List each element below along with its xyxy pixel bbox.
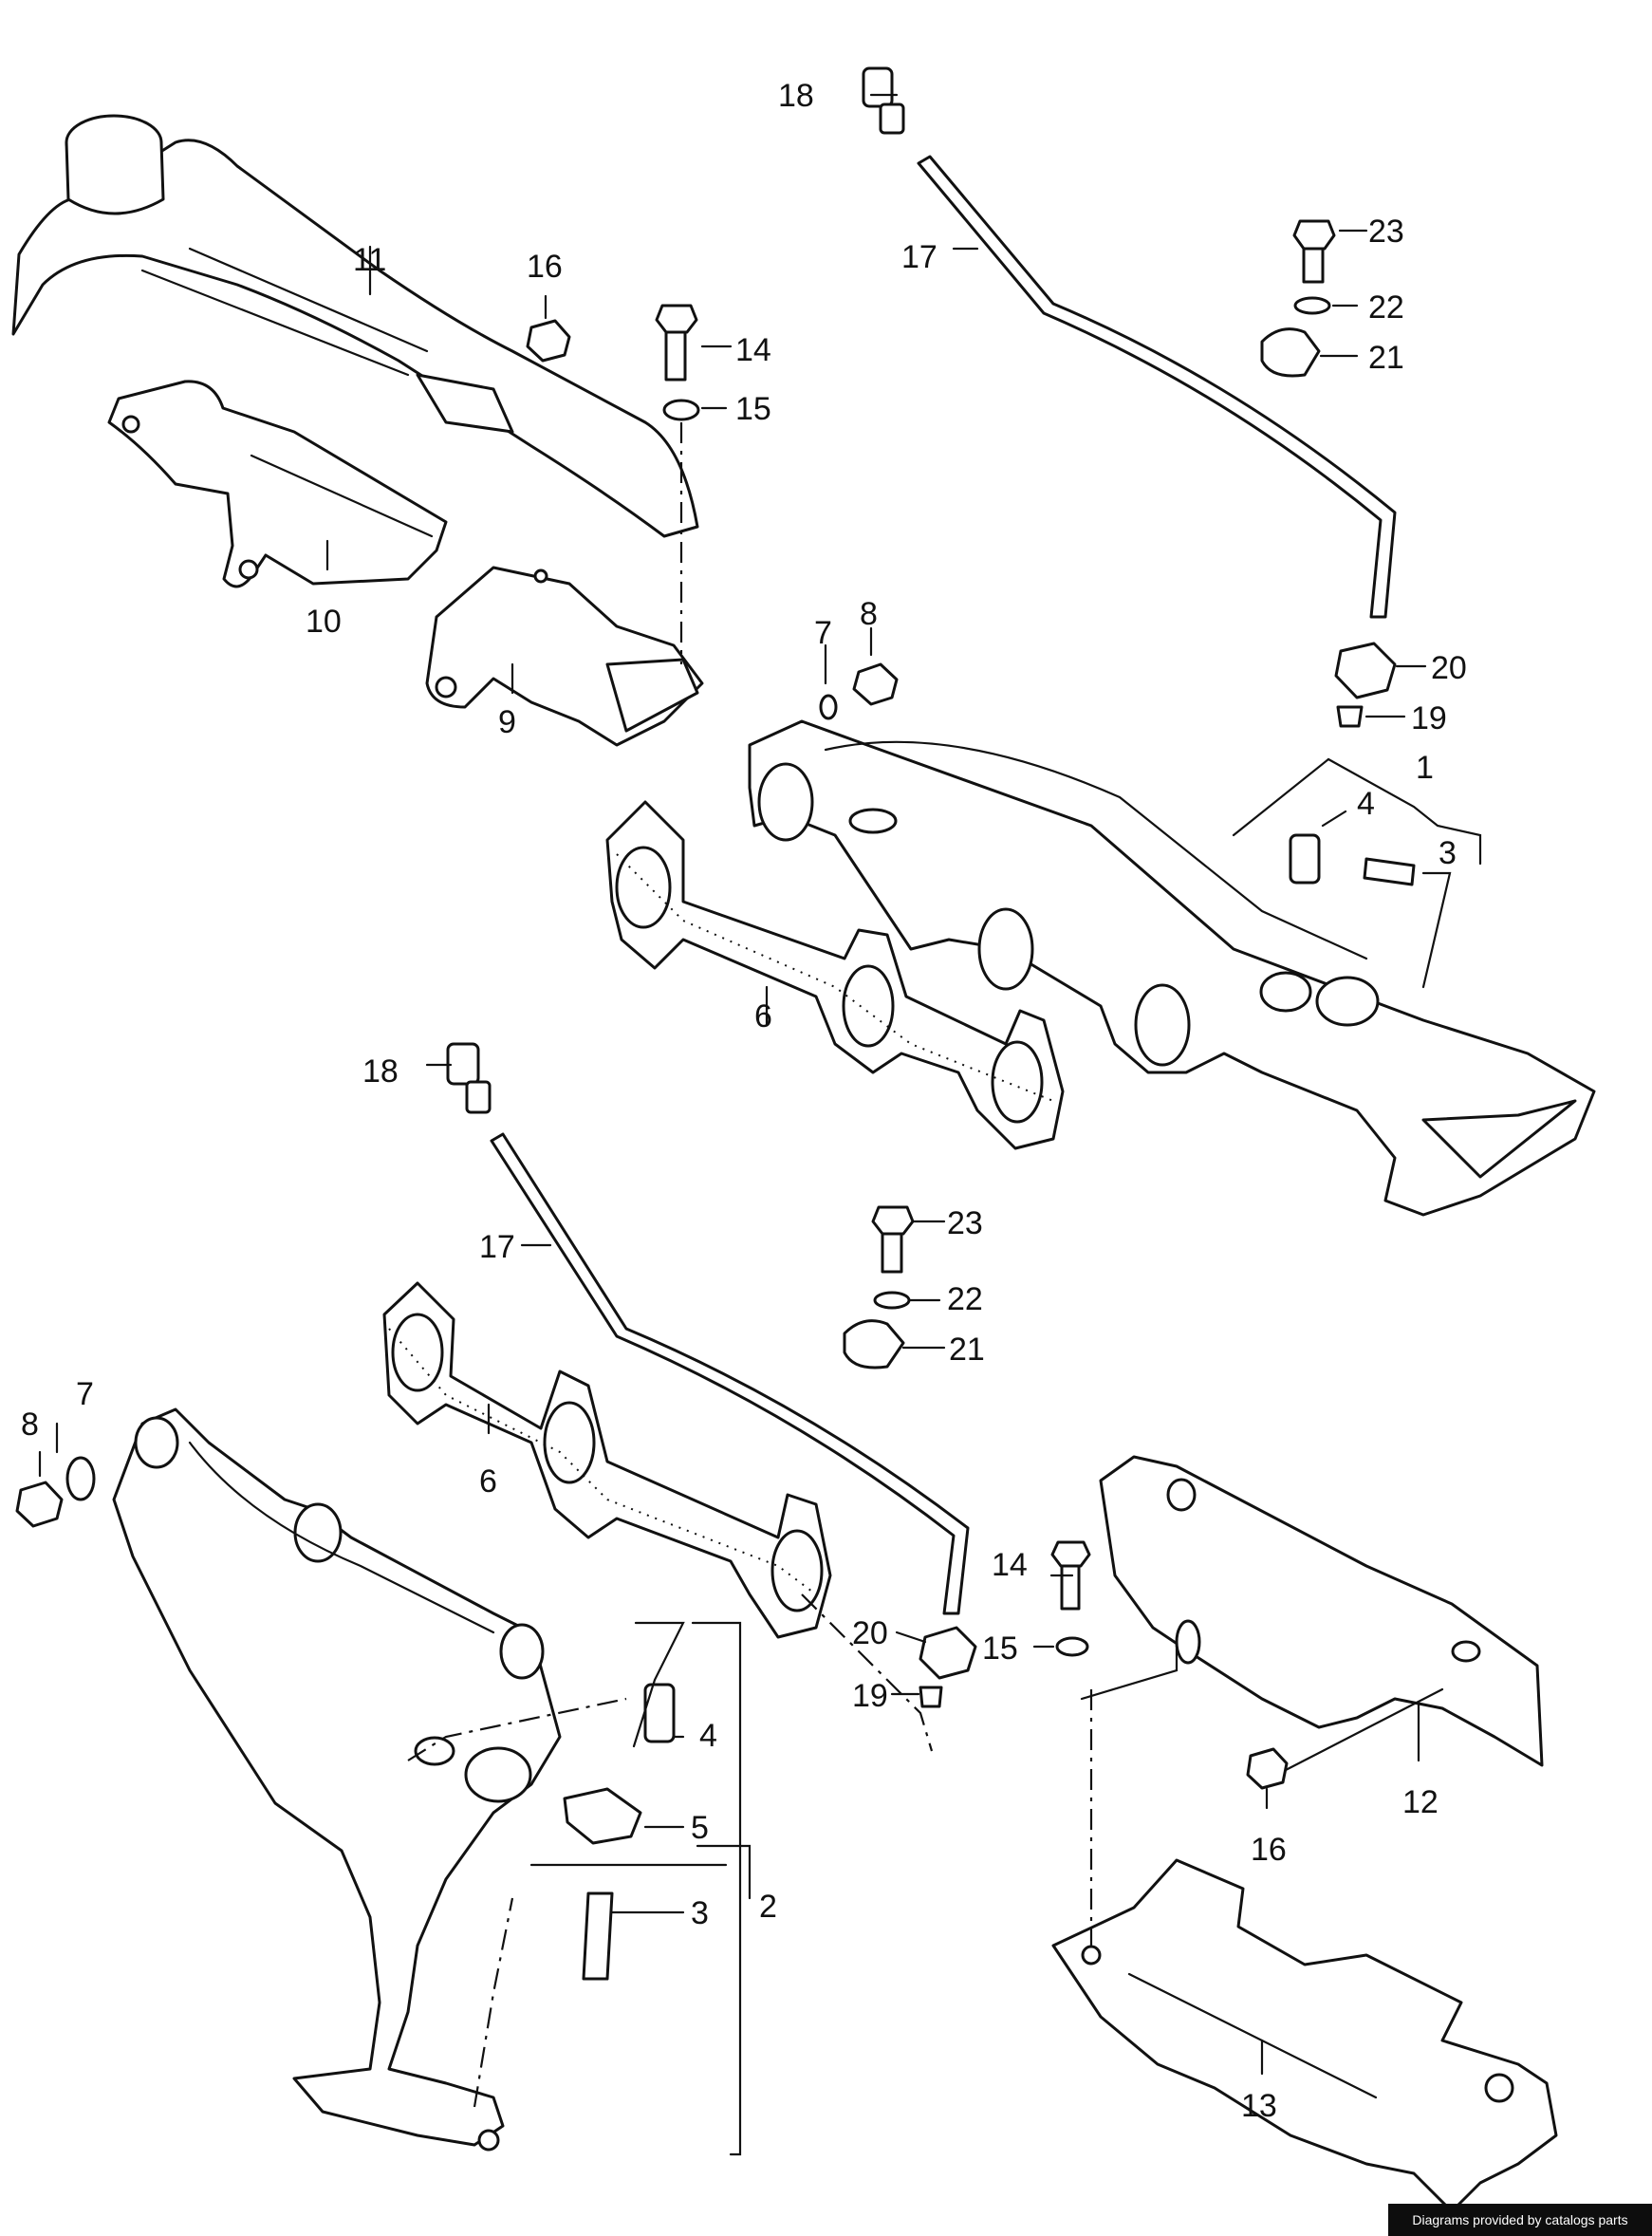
callout-4: 4 [699,1718,717,1754]
callout-14: 14 [992,1547,1028,1583]
callout-7: 7 [76,1376,94,1412]
part-18-sensor-lower [446,1042,492,1114]
callout-19: 19 [852,1678,888,1714]
callout-7: 7 [814,615,832,651]
callout-13: 13 [1241,2088,1277,2124]
part-6-gasket-upper [605,800,1065,1150]
callout-17: 17 [901,239,937,275]
callout-22: 22 [1368,289,1404,326]
callout-22: 22 [947,1281,983,1317]
part-4-connector-upper [1289,833,1321,885]
part-22-washer-lower [873,1291,911,1310]
part-13-heat-shield [1051,1858,1558,2213]
callout-16: 16 [527,249,563,285]
part-15-washer-upper [662,399,700,421]
callout-2: 2 [759,1889,777,1925]
callout-11: 11 [353,242,386,278]
part-1-exhaust-manifold [748,719,1596,1217]
part-14-bolt-lower [1050,1540,1091,1611]
part-3-stud-lower [582,1891,614,1981]
part-11-heat-shield [11,114,699,538]
callout-9: 9 [498,704,516,740]
part-18-sensor-upper [862,66,905,135]
callout-18: 18 [362,1053,399,1090]
callout-16: 16 [1251,1832,1287,1868]
callout-20: 20 [1431,650,1467,686]
credit-footer: Diagrams provided by catalogs parts [1388,2204,1652,2236]
part-17-pipe-lower [490,1132,970,1615]
callout-8: 8 [860,596,878,632]
callout-6: 6 [754,998,772,1034]
callout-4: 4 [1357,786,1375,822]
part-8-nut-upper [852,662,899,706]
callout-19: 19 [1411,700,1447,736]
callout-10: 10 [306,604,342,640]
callout-15: 15 [982,1630,1018,1667]
part-16-nut-upper [526,319,571,363]
callout-3: 3 [1439,835,1457,871]
part-9-heat-shield [425,566,704,747]
part-12-heat-shield [1099,1455,1544,1767]
part-17-pipe-upper [917,155,1397,619]
callout-14: 14 [735,332,771,368]
part-7-washer-upper [819,694,838,720]
callout-23: 23 [947,1205,983,1241]
callout-1: 1 [1416,750,1434,786]
credit-text: Diagrams provided by catalogs parts [1412,2212,1628,2227]
callout-3: 3 [691,1895,709,1931]
leader-lines [38,93,1482,2156]
callout-labels: 1 2 3 3 4 4 5 6 6 7 7 8 8 9 10 11 12 13 … [21,78,1467,2124]
part-8-nut-lower [15,1481,64,1528]
part-19-sleeve-upper [1336,705,1364,728]
part-6-gasket-lower [382,1281,832,1639]
callout-6: 6 [479,1463,497,1500]
part-10-heat-shield [107,380,448,588]
part-3-stud-upper [1363,857,1416,886]
part-14-bolt-upper [655,304,698,382]
callout-23: 23 [1368,214,1404,250]
callout-20: 20 [852,1615,888,1651]
part-21-clamp-upper [1260,327,1321,378]
part-19-sleeve-lower [919,1686,943,1708]
part-22-washer-upper [1293,296,1331,315]
callout-5: 5 [691,1810,709,1846]
part-21-clamp-lower [843,1319,905,1370]
part-2-exhaust-manifold [112,1407,562,2152]
callout-18: 18 [778,78,814,114]
part-20-nut-upper [1334,642,1397,699]
callout-17: 17 [479,1229,515,1265]
part-23-bolt-lower [871,1205,915,1274]
callout-21: 21 [949,1332,985,1368]
callout-21: 21 [1368,340,1404,376]
callout-12: 12 [1402,1784,1439,1820]
part-5-connector-lower [563,1787,642,1845]
part-23-bolt-upper [1292,219,1336,284]
part-20-nut-lower [919,1626,977,1680]
part-16-nut-lower [1246,1747,1289,1790]
part-15-washer-lower [1055,1636,1089,1657]
part-7-washer-lower [65,1456,96,1501]
callout-15: 15 [735,391,771,427]
callout-8: 8 [21,1407,39,1443]
